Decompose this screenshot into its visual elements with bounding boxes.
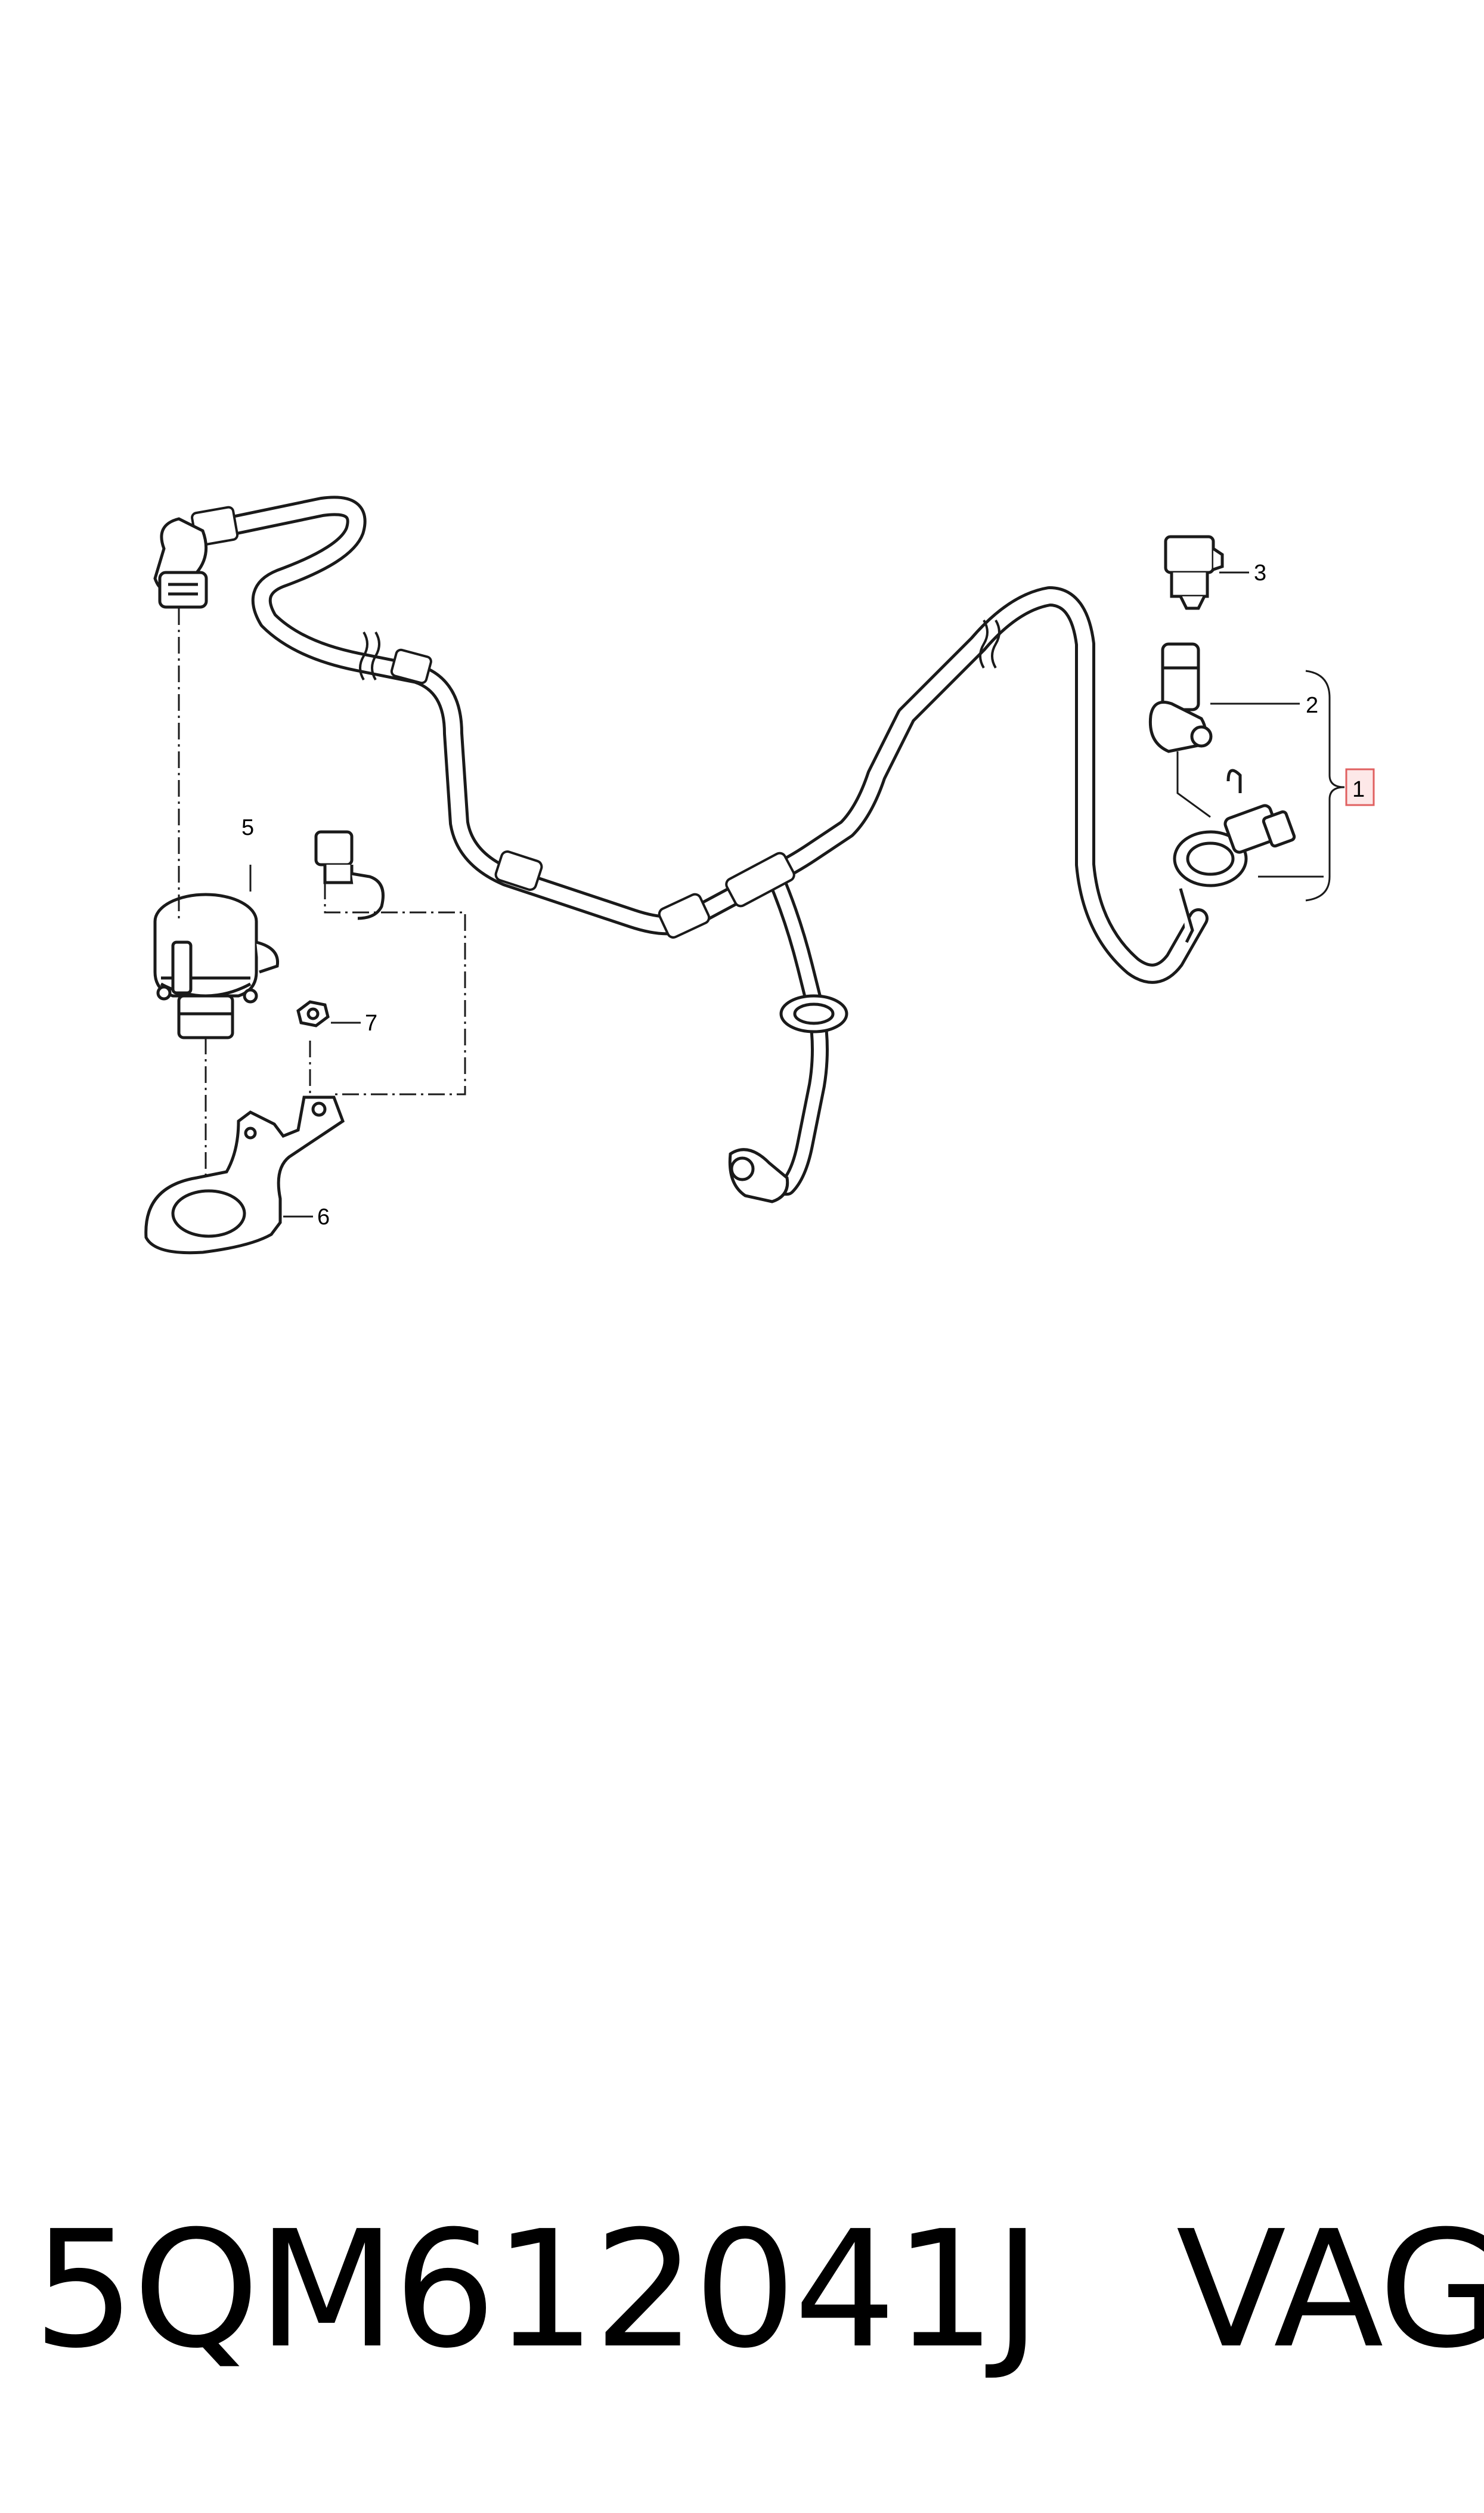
brace-1 [1305, 670, 1345, 902]
callout-5: 5 [241, 815, 254, 840]
parts-diagram: 1 2 3 5 6 7 [144, 496, 1375, 1255]
callout-1: 1 [1352, 777, 1365, 802]
connector-plug-3 [1164, 535, 1224, 610]
callout-2: 2 [1306, 693, 1318, 718]
lower-branch-connector [728, 1148, 789, 1203]
dashdot-sensor-to-valve [1176, 751, 1211, 818]
callout-6: 6 [317, 1205, 330, 1230]
part-number: 5QM612041J [33, 2196, 1042, 2384]
pump-electrical-connector [314, 830, 385, 920]
callout-7: 7 [365, 1011, 377, 1036]
upper-left-connector [153, 517, 208, 609]
hose-grommet [779, 994, 848, 1033]
valve-assembly [1173, 769, 1296, 943]
callout-3: 3 [1254, 561, 1266, 586]
brand-name: VAG [1176, 2196, 1484, 2384]
pressure-sensor-2 [1148, 642, 1213, 753]
nut-7 [296, 1000, 330, 1028]
hose-break-marks [359, 619, 1000, 681]
callout-1-box [1345, 768, 1375, 806]
bracket-6 [144, 1095, 345, 1255]
part-caption: 5QM612041J VAG [33, 2195, 1484, 2385]
air-pump-5 [153, 893, 280, 1039]
